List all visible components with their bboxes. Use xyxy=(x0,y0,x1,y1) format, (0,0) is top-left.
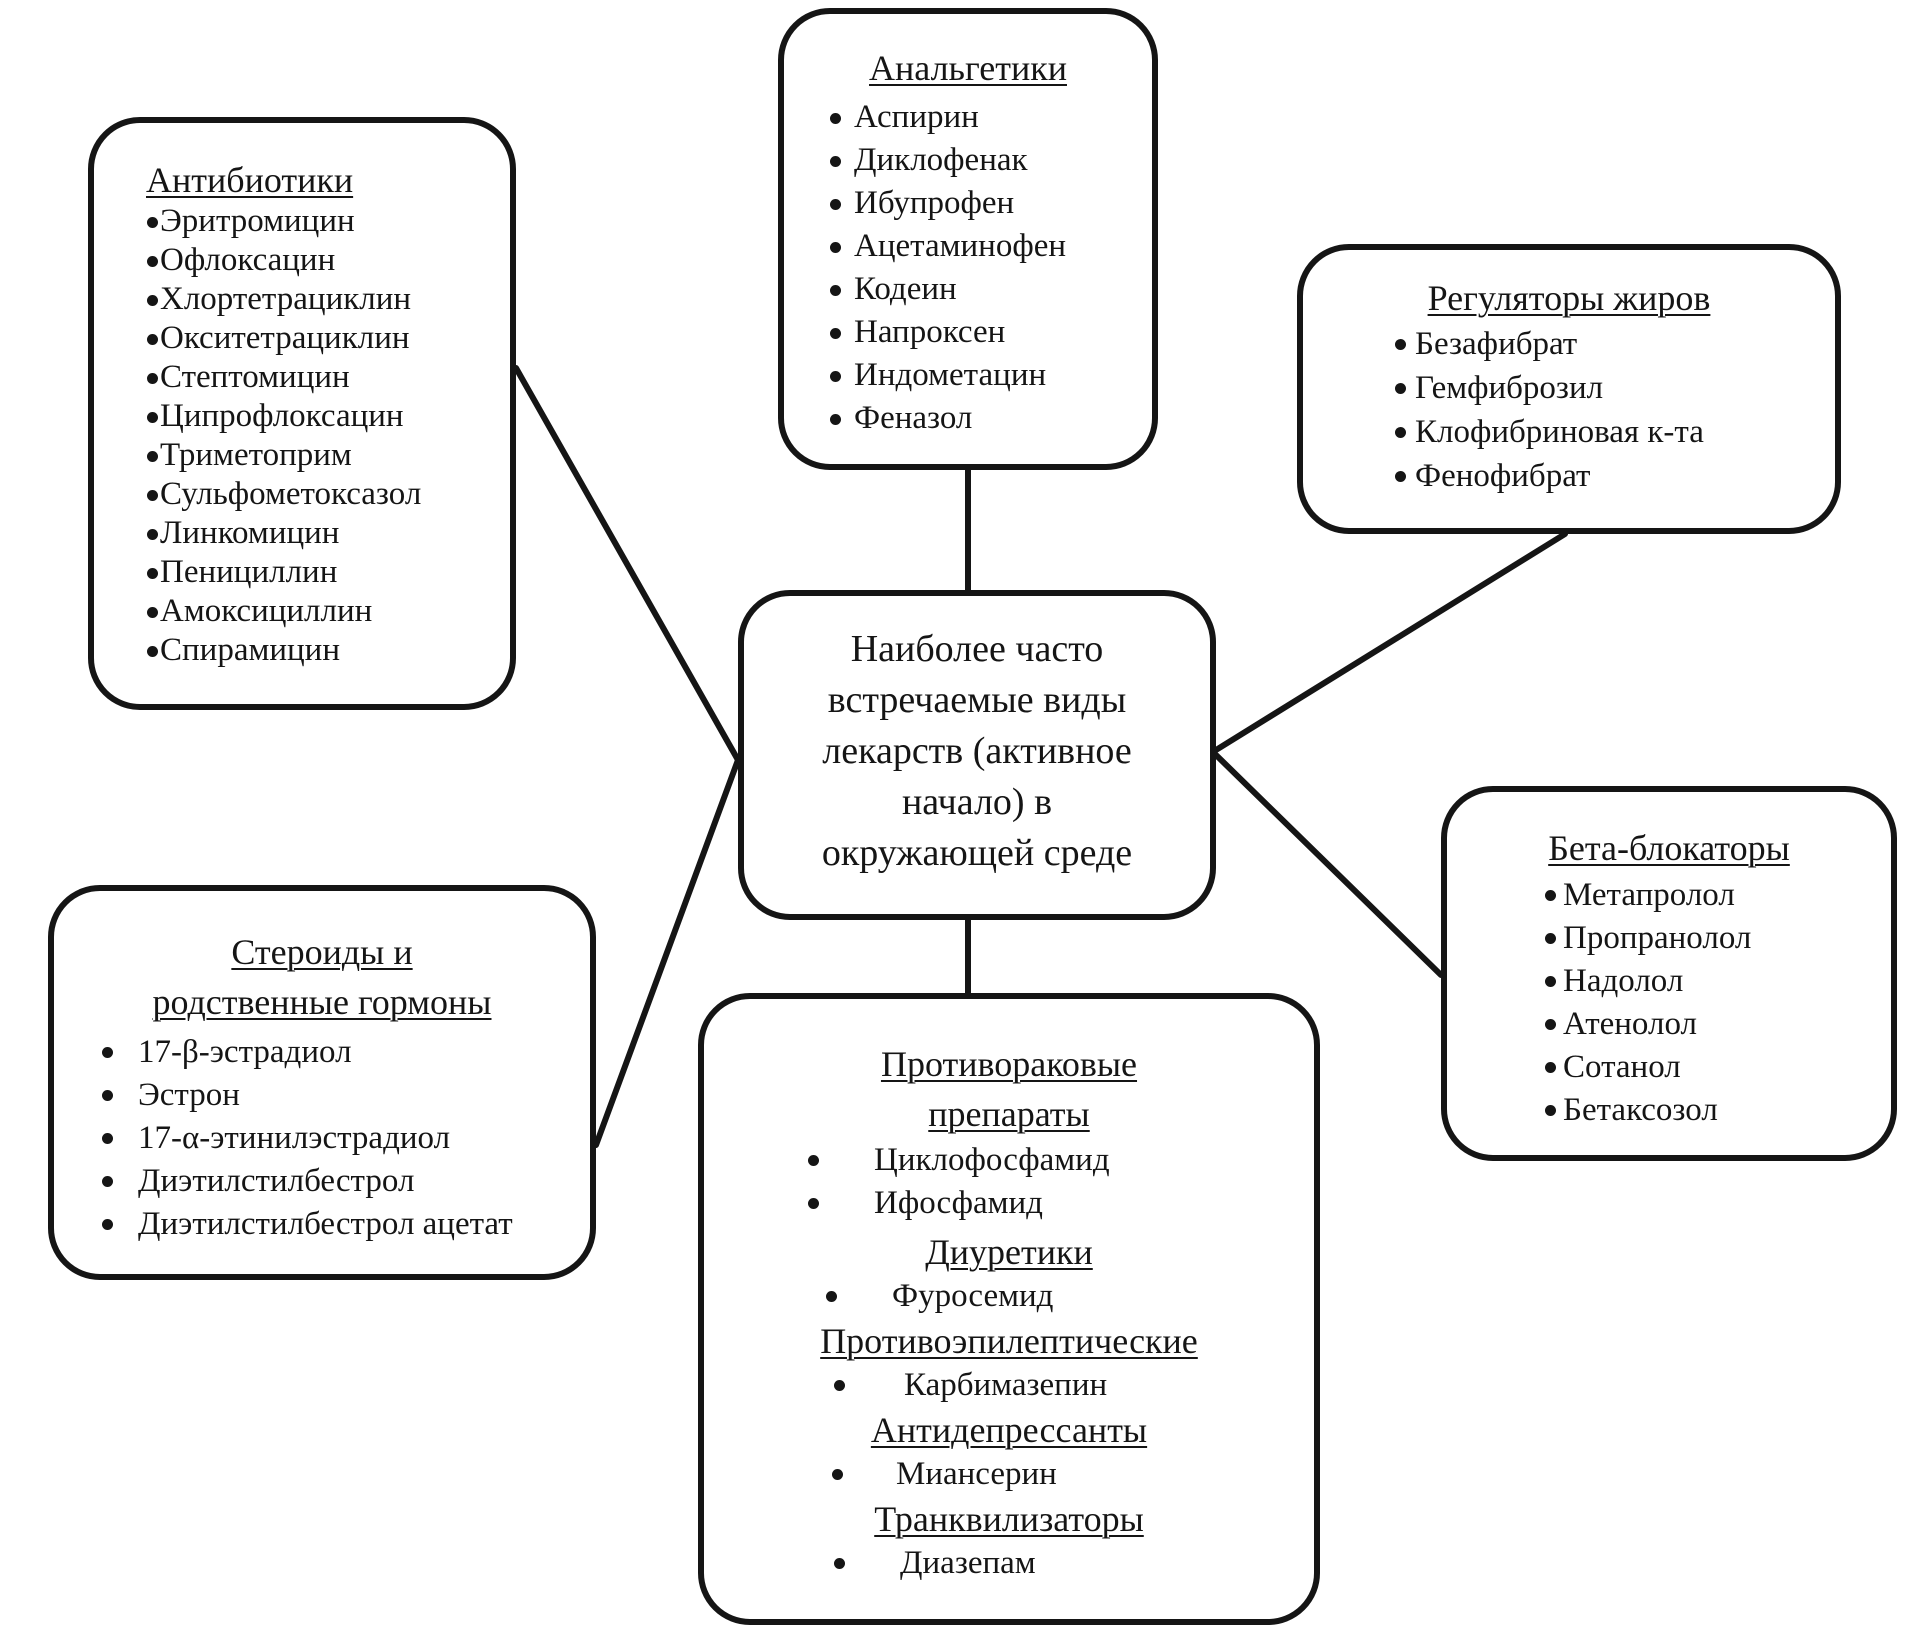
list-item: Диклофенак xyxy=(830,139,1152,182)
list-item: Диэтилстилбестрол xyxy=(102,1160,590,1203)
center-text-line: Наиболее часто xyxy=(850,628,1104,670)
analgesics-title: Анальгетики xyxy=(869,48,1067,88)
list-item: Метапролол xyxy=(1545,874,1891,917)
tranquilizers-group: Транквилизаторы Диазепам xyxy=(704,1496,1314,1585)
list-item: Ибупрофен xyxy=(830,182,1152,225)
list-item: Сотанол xyxy=(1545,1046,1891,1089)
list-item: Хлортетрациклин xyxy=(147,280,510,319)
analgesics-list: Аспирин Диклофенак Ибупрофен Ацетаминофе… xyxy=(784,96,1152,440)
center-text: Наиболее часто встречаемые виды лекарств… xyxy=(764,624,1190,879)
tranquilizers-list: Диазепам xyxy=(704,1542,1314,1585)
steroids-title-line: Стероиды и xyxy=(231,932,413,972)
list-item: Амоксициллин xyxy=(147,592,510,631)
center-text-line: окружающей среде xyxy=(821,832,1133,874)
antidepressants-group: Антидепрессанты Миансерин xyxy=(704,1407,1314,1496)
list-item: Триметоприм xyxy=(147,436,510,475)
list-item: Карбимазепин xyxy=(834,1364,1314,1407)
connector-steroids xyxy=(593,757,741,1148)
list-item: Ифосфамид xyxy=(808,1182,1314,1225)
list-item: Кодеин xyxy=(830,268,1152,311)
center-text-line: встречаемые виды xyxy=(827,679,1127,721)
anticancer-title: Противораковые препараты xyxy=(704,1039,1314,1139)
tranquilizers-title: Транквилизаторы xyxy=(874,1499,1144,1539)
antibiotics-list: Эритромицин Офлоксацин Хлортетрациклин О… xyxy=(94,202,510,670)
diuretics-group: Диуретики Фуросемид xyxy=(704,1229,1314,1318)
antiepileptics-list: Карбимазепин xyxy=(704,1364,1314,1407)
list-item: Миансерин xyxy=(832,1453,1314,1496)
list-item: Индометацин xyxy=(830,354,1152,397)
antidepressants-list: Миансерин xyxy=(704,1453,1314,1496)
center-text-line: начало) в xyxy=(901,781,1053,823)
list-item: Ацетаминофен xyxy=(830,225,1152,268)
steroids-title: Стероиды и родственные гормоны xyxy=(54,927,590,1027)
anticancer-group: Противораковые препараты Циклофосфамид И… xyxy=(704,1039,1314,1225)
connector-beta-blockers xyxy=(1213,752,1444,978)
connector-lipid-regulators xyxy=(1213,531,1568,753)
antibiotics-box: Антибиотики Эритромицин Офлоксацин Хлорт… xyxy=(88,117,516,710)
diuretics-title: Диуретики xyxy=(925,1232,1093,1272)
lipid-regulators-box: Регуляторы жиров Безафибрат Гемфиброзил … xyxy=(1297,244,1841,534)
other-groups-box: Противораковые препараты Циклофосфамид И… xyxy=(698,993,1320,1625)
antiepileptics-title: Противоэпилептические xyxy=(820,1321,1198,1361)
analgesics-box: Анальгетики Аспирин Диклофенак Ибупрофен… xyxy=(778,8,1158,470)
steroids-list: 17-β-эстрадиол Эстрон 17-α-этинилэстради… xyxy=(54,1031,590,1246)
anticancer-title-line: Противораковые xyxy=(880,1044,1138,1084)
list-item: Напроксен xyxy=(830,311,1152,354)
list-item: Пенициллин xyxy=(147,553,510,592)
list-item: Ципрофлоксацин xyxy=(147,397,510,436)
list-item: Окситетрациклин xyxy=(147,319,510,358)
steroids-box: Стероиды и родственные гормоны 17-β-эстр… xyxy=(48,885,596,1280)
steroids-title-line: родственные гормоны xyxy=(152,982,492,1022)
center-text-line: лекарств (активное xyxy=(822,730,1132,772)
list-item: Бетаксозол xyxy=(1545,1089,1891,1132)
antiepileptics-group: Противоэпилептические Карбимазепин xyxy=(704,1318,1314,1407)
beta-blockers-box: Бета-блокаторы Метапролол Пропранолол На… xyxy=(1441,786,1897,1161)
list-item: Циклофосфамид xyxy=(808,1139,1314,1182)
antibiotics-title: Антибиотики xyxy=(146,160,354,200)
antidepressants-title: Антидепрессанты xyxy=(870,1410,1148,1450)
anticancer-list: Циклофосфамид Ифосфамид xyxy=(704,1139,1314,1225)
list-item: 17-β-эстрадиол xyxy=(102,1031,590,1074)
list-item: Эритромицин xyxy=(147,202,510,241)
list-item: Линкомицин xyxy=(147,514,510,553)
anticancer-title-line: препараты xyxy=(928,1094,1090,1134)
list-item: Офлоксацин xyxy=(147,241,510,280)
beta-blockers-list: Метапролол Пропранолол Надолол Атенолол … xyxy=(1447,874,1891,1132)
list-item: Феназол xyxy=(830,397,1152,440)
lipid-regulators-title: Регуляторы жиров xyxy=(1427,278,1711,318)
list-item: 17-α-этинилэстрадиол xyxy=(102,1117,590,1160)
list-item: Фуросемид xyxy=(826,1275,1314,1318)
list-item: Спирамицин xyxy=(147,631,510,670)
list-item: Аспирин xyxy=(830,96,1152,139)
list-item: Диазепам xyxy=(834,1542,1314,1585)
list-item: Клофибриновая к-та xyxy=(1395,410,1835,454)
list-item: Гемфиброзил xyxy=(1395,366,1835,410)
list-item: Фенофибрат xyxy=(1395,454,1835,498)
center-box: Наиболее часто встречаемые виды лекарств… xyxy=(738,590,1216,920)
list-item: Диэтилстилбестрол ацетат xyxy=(102,1203,590,1246)
beta-blockers-title: Бета-блокаторы xyxy=(1548,828,1790,868)
list-item: Стептомицин xyxy=(147,358,510,397)
list-item: Атенолол xyxy=(1545,1003,1891,1046)
list-item: Безафибрат xyxy=(1395,322,1835,366)
list-item: Пропранолол xyxy=(1545,917,1891,960)
lipid-regulators-list: Безафибрат Гемфиброзил Клофибриновая к-т… xyxy=(1303,322,1835,498)
connector-antibiotics xyxy=(513,365,741,763)
list-item: Эстрон xyxy=(102,1074,590,1117)
diuretics-list: Фуросемид xyxy=(704,1275,1314,1318)
list-item: Надолол xyxy=(1545,960,1891,1003)
list-item: Сульфометоксазол xyxy=(147,475,510,514)
